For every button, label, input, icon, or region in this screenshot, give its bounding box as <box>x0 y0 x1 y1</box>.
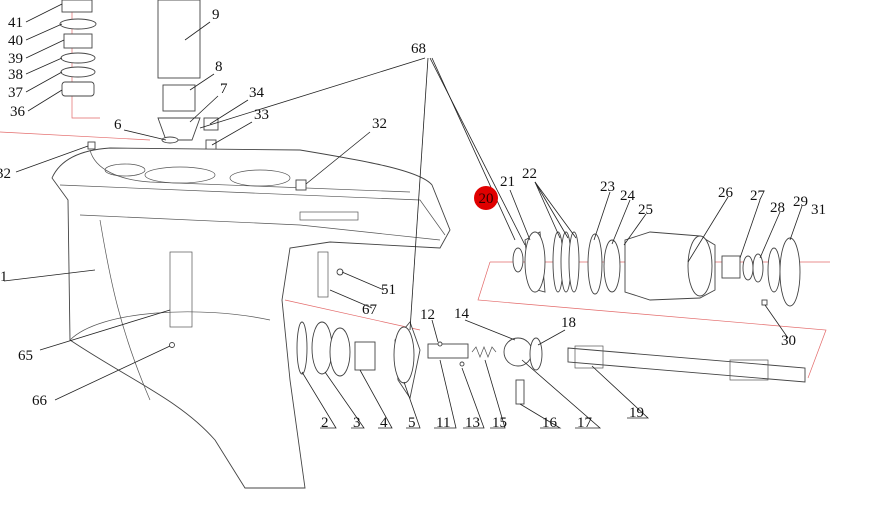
part-label-8[interactable]: 8 <box>215 59 223 75</box>
part-label-32[interactable]: 32 <box>0 166 11 182</box>
part-label-5[interactable]: 5 <box>408 415 416 431</box>
part-label-66[interactable]: 66 <box>32 393 48 409</box>
part-label-19[interactable]: 19 <box>629 405 644 421</box>
highlight-circle[interactable] <box>474 186 498 210</box>
part-label-18[interactable]: 18 <box>561 315 576 331</box>
part-label-36[interactable]: 36 <box>10 104 26 120</box>
part-label-40[interactable]: 40 <box>8 33 23 49</box>
part-label-41[interactable]: 41 <box>8 15 23 31</box>
part-label-51[interactable]: 51 <box>381 282 396 298</box>
part-label-27[interactable]: 27 <box>750 188 766 204</box>
gearcase-housing <box>51 141 451 489</box>
part-label-67[interactable]: 67 <box>362 302 378 318</box>
part-label-11[interactable]: 11 <box>436 415 450 431</box>
part-label-17[interactable]: 17 <box>577 415 593 431</box>
part-label-23[interactable]: 23 <box>600 179 615 195</box>
part-label-34[interactable]: 34 <box>249 85 265 101</box>
part-label-13[interactable]: 13 <box>465 415 480 431</box>
driveshaft-parts <box>157 0 219 151</box>
highlight-label[interactable]: 20 <box>479 191 494 207</box>
part-label-33[interactable]: 33 <box>254 107 269 123</box>
part-label-31[interactable]: 31 <box>811 202 826 218</box>
upper-bearing-stack <box>59 0 97 97</box>
part-label-26[interactable]: 26 <box>718 185 734 201</box>
part-label-3[interactable]: 3 <box>353 415 361 431</box>
part-label-16[interactable]: 16 <box>542 415 558 431</box>
leader-lines <box>3 3 803 429</box>
part-label-7[interactable]: 7 <box>220 81 228 97</box>
propshaft-gear-parts <box>296 321 806 405</box>
part-label-12[interactable]: 12 <box>420 307 435 323</box>
part-labels: 4140393837369873463332326821222324252627… <box>0 7 826 431</box>
part-label-32[interactable]: 32 <box>372 116 387 132</box>
part-label-21[interactable]: 21 <box>500 174 515 190</box>
part-label-14[interactable]: 14 <box>454 306 470 322</box>
part-label-22[interactable]: 22 <box>522 166 537 182</box>
bearing-carrier-assembly <box>512 231 801 307</box>
part-label-38[interactable]: 38 <box>8 67 23 83</box>
part-label-65[interactable]: 65 <box>18 348 33 364</box>
highlight-marker-part-20[interactable]: 20 <box>474 186 498 210</box>
part-label-1[interactable]: 1 <box>0 269 8 285</box>
part-label-15[interactable]: 15 <box>492 415 507 431</box>
part-label-6[interactable]: 6 <box>114 117 122 133</box>
part-label-68[interactable]: 68 <box>411 41 426 57</box>
part-label-28[interactable]: 28 <box>770 200 785 216</box>
part-label-24[interactable]: 24 <box>620 188 636 204</box>
part-label-2[interactable]: 2 <box>321 415 329 431</box>
part-label-25[interactable]: 25 <box>638 202 653 218</box>
part-label-9[interactable]: 9 <box>212 7 220 23</box>
part-label-29[interactable]: 29 <box>793 194 808 210</box>
part-label-30[interactable]: 30 <box>781 333 796 349</box>
part-label-4[interactable]: 4 <box>380 415 388 431</box>
part-label-39[interactable]: 39 <box>8 51 23 67</box>
part-label-37[interactable]: 37 <box>8 85 24 101</box>
